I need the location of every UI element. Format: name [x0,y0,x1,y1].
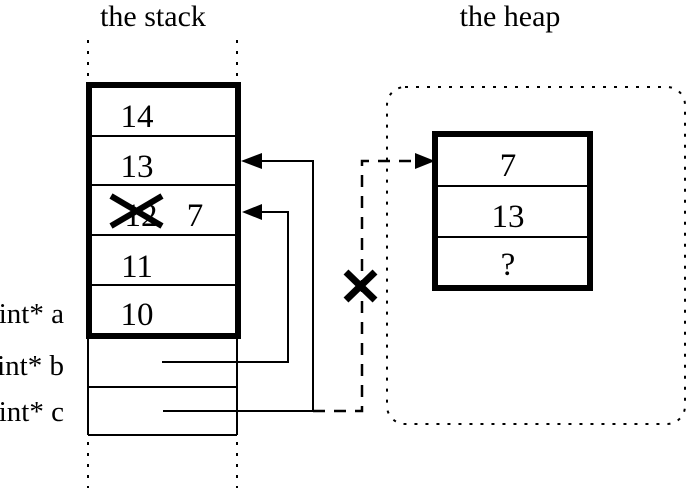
stack-cell-value-13: 13 [121,149,154,185]
var-label-int-ptr-a: int* a [0,298,64,330]
pointer-c-arrow [163,153,314,412]
arrowhead-left-icon [241,153,262,169]
arrowhead-right-icon [415,153,435,169]
arrowhead-left-icon [242,204,262,220]
heap-cell-value-7: 7 [500,148,517,184]
stack-frame-box [86,82,241,339]
stack-cell-value-11: 11 [121,249,153,285]
stack-cell-value-14: 14 [121,99,154,135]
pointer-b-arrow [162,204,289,363]
heap-block-box [432,131,593,291]
stack-pointer-rows-box [87,339,238,436]
heap-region-boundary [386,86,686,425]
dashed-dangling-pointer-arrow [313,153,435,413]
var-label-int-ptr-c: int* c [0,396,64,428]
heap-cell-value-unknown: ? [501,247,516,283]
cross-out-x-icon-over-12 [109,193,164,229]
stack-cell-new-value-7: 7 [187,198,204,234]
heap-cell-value-13: 13 [492,199,525,235]
stack-cell-value-10: 10 [121,297,154,333]
stack-title: the stack [100,0,206,33]
cross-out-x-icon-on-dashed-pointer [343,269,378,303]
var-label-int-ptr-b: int* b [0,350,64,382]
heap-title: the heap [460,0,561,33]
